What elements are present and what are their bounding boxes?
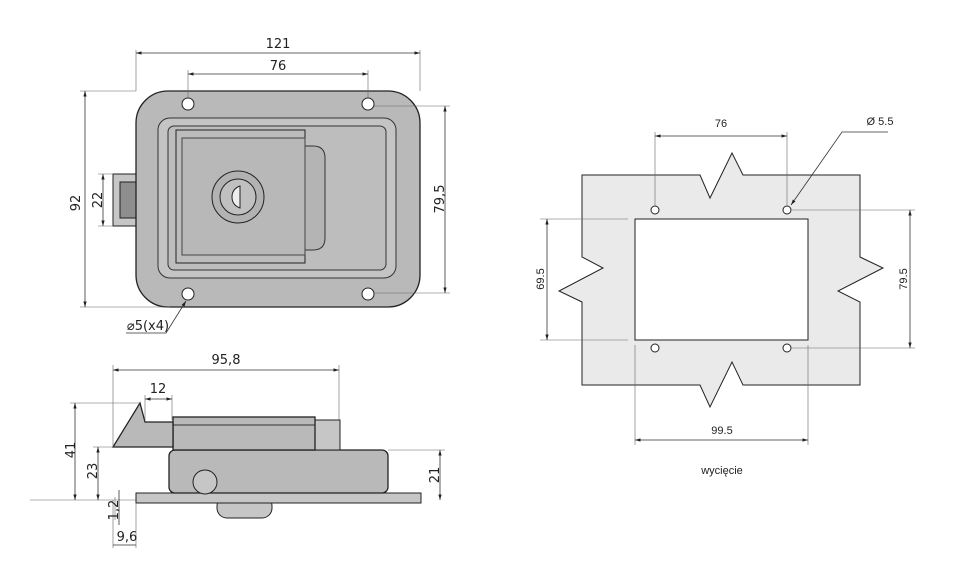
base-plate bbox=[135, 492, 422, 504]
cutout-hole bbox=[650, 205, 660, 215]
dim-bolt: 12 bbox=[150, 382, 167, 397]
cutout-caption: wycięcie bbox=[700, 465, 743, 477]
cutout-opening bbox=[634, 218, 809, 341]
paddle-end-block bbox=[314, 419, 341, 451]
cutout-holes bbox=[650, 205, 792, 353]
dim-hole-vertical: 79,5 bbox=[433, 185, 448, 214]
dim-bolt-height: 23 bbox=[86, 463, 101, 480]
key-slot-icon bbox=[231, 185, 241, 209]
cutout-view: 76 Ø 5.5 69.5 79.5 99.5 wycięcie bbox=[535, 116, 915, 477]
mounting-hole bbox=[181, 97, 195, 111]
extension-lines bbox=[540, 132, 915, 445]
dim-height: 92 bbox=[69, 195, 84, 212]
extension-lines bbox=[80, 50, 450, 308]
dim-offset: 9,6 bbox=[117, 530, 138, 545]
bolt bbox=[111, 401, 174, 448]
mounting-hole bbox=[361, 287, 375, 301]
front-view: 121 76 92 22 79,5 ⌀5(x4) bbox=[69, 37, 450, 334]
cutout-hole bbox=[782, 343, 792, 353]
mounting-hole bbox=[181, 287, 195, 301]
dim-tab-height: 22 bbox=[91, 192, 106, 209]
dim-hole-spacing: 76 bbox=[270, 59, 287, 74]
finger-pocket bbox=[305, 145, 326, 251]
side-view: 95,8 12 41 23 21 1,2 9,6 bbox=[30, 353, 445, 548]
latch-tab-slot bbox=[119, 181, 137, 219]
dim-width: 121 bbox=[266, 37, 291, 52]
mounting-hole bbox=[361, 97, 375, 111]
cutout-hole bbox=[782, 205, 792, 215]
hole-dia-leader bbox=[126, 300, 187, 334]
cut-dim-width: 99.5 bbox=[711, 425, 732, 437]
paddle-side bbox=[172, 416, 316, 451]
dim-length: 95,8 bbox=[212, 353, 241, 368]
cutout-hole bbox=[650, 343, 660, 353]
dim-hole-dia: ⌀5(x4) bbox=[127, 319, 169, 334]
cut-dim-hole-spacing: 76 bbox=[715, 118, 727, 130]
extension-lines bbox=[70, 365, 445, 548]
mounting-holes bbox=[181, 97, 375, 301]
dim-total-height: 41 bbox=[64, 442, 79, 459]
housing-boss bbox=[192, 469, 218, 495]
cut-dim-height: 69.5 bbox=[535, 268, 547, 289]
cut-dim-hole-vertical: 79.5 bbox=[898, 268, 910, 289]
cut-hole-dia-leader bbox=[790, 131, 888, 206]
cut-dim-hole-dia: Ø 5.5 bbox=[867, 116, 894, 128]
dim-plate-thickness: 1,2 bbox=[107, 500, 122, 521]
dim-body-height: 21 bbox=[428, 467, 443, 484]
